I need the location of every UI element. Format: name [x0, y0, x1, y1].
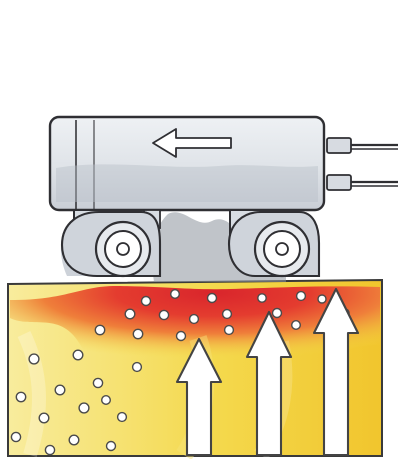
moisture-bubble	[95, 325, 104, 334]
moisture-bubble	[292, 321, 301, 330]
moisture-bubble	[118, 413, 127, 422]
cable-connectors	[327, 138, 398, 190]
moisture-bubble	[142, 297, 151, 306]
moisture-bubble	[190, 315, 199, 324]
moisture-bubble	[69, 435, 79, 445]
moisture-bubble	[159, 310, 168, 319]
moisture-bubble	[16, 392, 25, 401]
moisture-bubble	[45, 445, 54, 454]
moisture-bubble	[273, 309, 282, 318]
right-wheel	[229, 212, 319, 276]
moisture-bubble	[39, 413, 49, 423]
moisture-bubble	[258, 294, 266, 302]
moisture-bubble	[133, 363, 142, 372]
moisture-bubble	[107, 442, 116, 451]
moisture-bubble	[208, 294, 217, 303]
moisture-bubble	[225, 326, 234, 335]
moisture-bubble	[125, 309, 135, 319]
moisture-bubble	[55, 385, 65, 395]
moisture-bubble	[171, 290, 180, 299]
moisture-bubble	[318, 295, 326, 303]
moisture-bubble	[223, 310, 232, 319]
left-wheel	[62, 212, 160, 276]
moisture-bubble	[297, 292, 306, 301]
moisture-bubble	[93, 378, 102, 387]
moisture-bubble	[29, 354, 39, 364]
moisture-bubble	[73, 350, 83, 360]
moisture-bubble	[177, 332, 186, 341]
moisture-bubble	[133, 329, 142, 338]
moisture-bubble	[102, 396, 111, 405]
moisture-bubble	[11, 432, 20, 441]
moisture-bubble	[79, 403, 89, 413]
